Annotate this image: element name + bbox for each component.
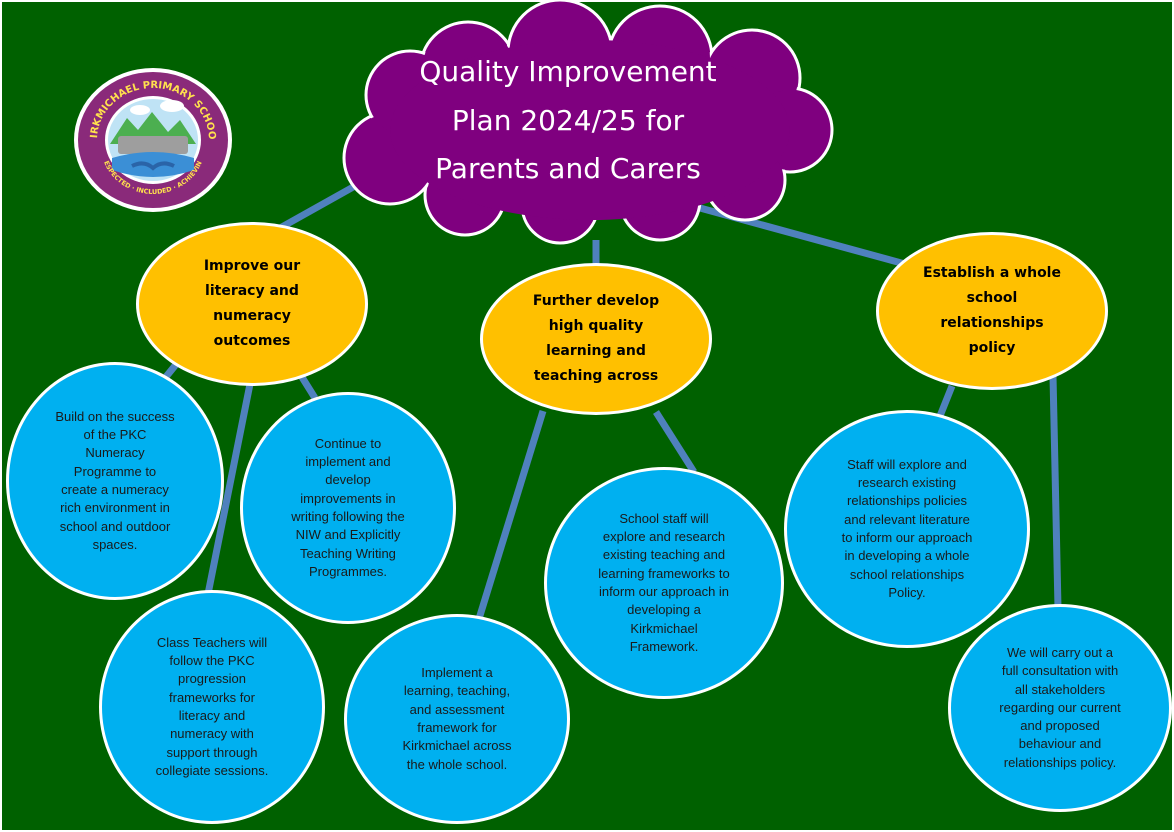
connector-goal1-action3 [204,383,254,595]
school-logo: KIRKMICHAEL PRIMARY SCHOOL RESPECTED · I… [72,66,232,212]
action-text: Continue to implement and develop improv… [291,435,405,579]
action-text: School staff will explore and research e… [598,510,730,654]
action-kirkmichael-framework: School staff will explore and research e… [544,467,784,699]
connector-goal3-action7 [1049,375,1062,609]
connector-goal1-action2 [297,372,318,400]
connector-goal2-action4 [474,409,547,624]
goal-label: Further develop high quality learning an… [532,293,660,384]
goal-relationships-policy: Establish a whole school relationships p… [876,232,1108,390]
page-title: Quality Improvement Plan 2024/25 for Par… [419,55,717,185]
action-text: Build on the success of the PKC Numeracy… [55,408,175,552]
goal-label: Establish a whole school relationships p… [923,265,1061,356]
goal-learning-teaching: Further develop high quality learning an… [480,263,712,415]
connector-title-goal1 [278,182,357,232]
goal-literacy-numeracy: Improve our literacy and numeracy outcom… [136,222,368,386]
goal-label: Improve our literacy and numeracy outcom… [203,258,301,349]
action-stakeholder-consultation: We will carry out a full consultation wi… [948,604,1172,812]
connector-goal2-action5 [653,410,697,474]
action-text: We will carry out a full consultation wi… [999,644,1121,770]
action-progression-frameworks: Class Teachers will follow the PKC progr… [99,590,325,824]
action-writing-improvements: Continue to implement and develop improv… [240,392,456,624]
connector-goal3-action6 [936,384,956,418]
action-numeracy-programme: Build on the success of the PKC Numeracy… [6,362,224,600]
action-text: Staff will explore and research existing… [841,456,973,600]
action-text: Implement a learning, teaching, and asse… [402,665,512,772]
action-relationships-research: Staff will explore and research existing… [784,410,1030,648]
action-text: Class Teachers will follow the PKC progr… [155,634,269,778]
action-assessment-framework: Implement a learning, teaching, and asse… [344,614,570,824]
